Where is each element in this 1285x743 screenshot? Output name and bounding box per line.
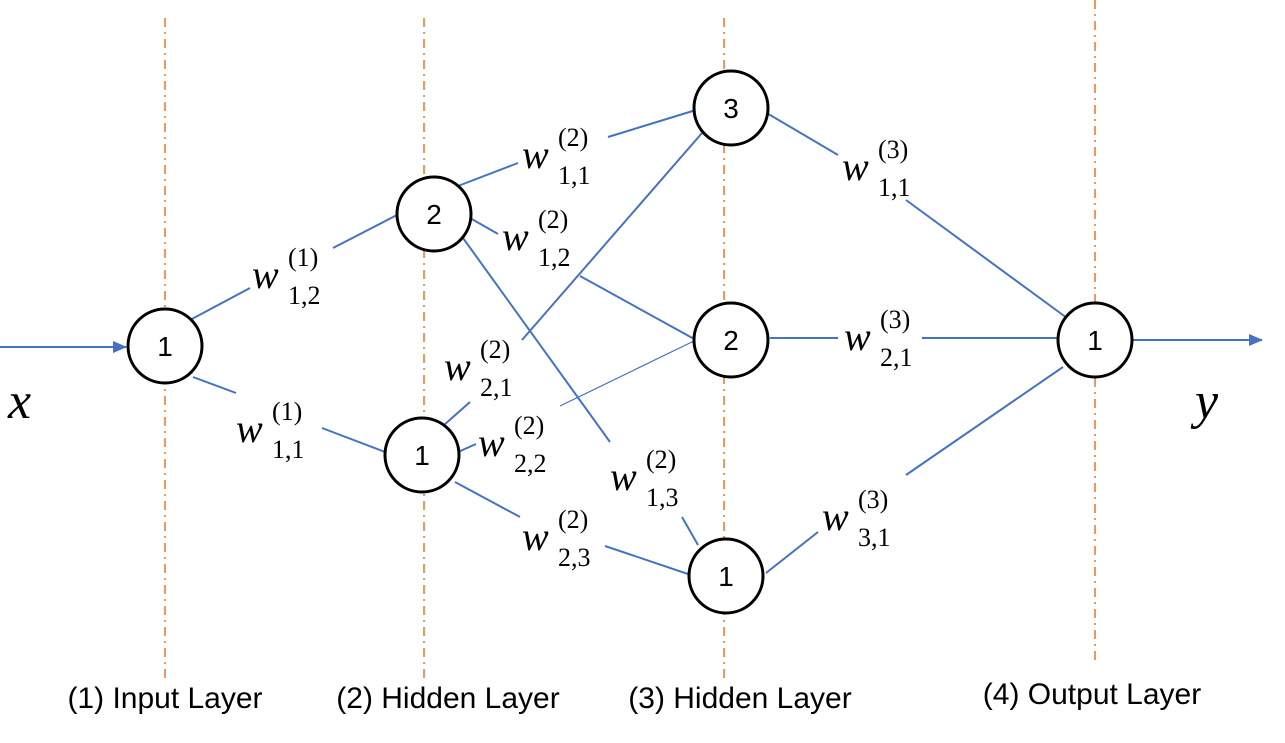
svg-text:3,1: 3,1	[858, 523, 891, 552]
edges	[0, 109, 1263, 575]
node-L1N1: 1	[126, 307, 204, 385]
node-L3N3: 3	[692, 69, 770, 147]
svg-text:w: w	[236, 406, 263, 451]
svg-text:(1): (1)	[272, 397, 302, 426]
svg-text:(2): (2)	[514, 411, 544, 440]
svg-text:w: w	[522, 132, 549, 177]
svg-text:(3): (3)	[880, 305, 910, 334]
weight-w2-13: w (2) 1,3	[610, 445, 679, 512]
edge-L1N1-L2N1-a	[192, 376, 237, 394]
svg-text:1,3: 1,3	[646, 483, 679, 512]
svg-text:w: w	[502, 214, 529, 259]
node-label: 1	[718, 561, 734, 592]
edge-L2N2-L3N2-a	[469, 217, 499, 235]
svg-text:(2): (2)	[646, 445, 676, 474]
svg-text:(2): (2)	[558, 123, 588, 152]
weight-w3-21: w (3) 2,1	[844, 305, 913, 372]
weight-w2-21: w (2) 2,1	[444, 335, 513, 402]
layer-labels: (1) Input Layer (2) Hidden Layer (3) Hid…	[67, 678, 1201, 715]
node-label: 2	[426, 199, 442, 230]
edge-L2N2-L3N3-b	[607, 109, 697, 138]
svg-text:2,3: 2,3	[558, 543, 591, 572]
layer-dividers	[164, 0, 1096, 680]
svg-text:(3): (3)	[858, 485, 888, 514]
svg-text:1,1: 1,1	[558, 161, 591, 190]
svg-text:w: w	[610, 454, 637, 499]
node-L2N1: 1	[383, 416, 461, 494]
svg-text:1,2: 1,2	[288, 281, 321, 310]
edge-L3N3-L4N1-a	[764, 111, 839, 156]
edge-L2N1-L3N3-b	[521, 132, 703, 341]
svg-text:w: w	[522, 514, 549, 559]
edge-L2N2-L3N2-b	[579, 275, 697, 341]
svg-text:(2): (2)	[480, 335, 510, 364]
layer-label-input: (1) Input Layer	[67, 682, 262, 715]
weight-w1-12: w (1) 1,2	[252, 243, 321, 310]
edge-L1N1-L2N1-b	[321, 427, 386, 453]
weight-w2-23: w (2) 2,3	[522, 505, 591, 572]
edge-L2N1-L3N1-a	[454, 481, 521, 518]
svg-text:2,1: 2,1	[880, 343, 913, 372]
weight-w3-11: w (3) 1,1	[842, 135, 911, 202]
svg-text:2,2: 2,2	[514, 449, 547, 478]
svg-text:w: w	[444, 344, 471, 389]
edge-L3N1-L4N1-a	[765, 531, 819, 574]
svg-text:2,1: 2,1	[480, 373, 513, 402]
svg-text:(3): (3)	[878, 135, 908, 164]
node-label: 1	[157, 331, 173, 362]
edge-L3N3-L4N1-b	[905, 199, 1068, 319]
node-L2N2: 2	[395, 175, 473, 253]
input-symbol-x: x	[7, 373, 31, 430]
node-L4N1: 1	[1056, 301, 1134, 379]
svg-text:(1): (1)	[288, 243, 318, 272]
edge-L2N1-L3N1-b	[604, 545, 689, 575]
svg-text:w: w	[478, 420, 505, 465]
layer-label-hidden-2: (2) Hidden Layer	[336, 682, 559, 715]
svg-text:(2): (2)	[558, 505, 588, 534]
layer-label-output: (4) Output Layer	[983, 678, 1201, 711]
node-L3N1: 1	[687, 537, 765, 615]
svg-text:w: w	[822, 494, 849, 539]
svg-text:w: w	[842, 144, 869, 189]
edge-L3N1-L4N1-b	[905, 366, 1064, 476]
svg-text:w: w	[252, 252, 279, 297]
svg-text:1,2: 1,2	[538, 243, 571, 272]
edge-L2N1-L3N2-a	[457, 443, 477, 453]
edge-L2N1-L3N3-a	[443, 401, 471, 426]
weight-w1-11: w (1) 1,1	[236, 397, 305, 464]
svg-text:1,1: 1,1	[878, 173, 911, 202]
node-L3N2: 2	[692, 301, 770, 379]
svg-text:(2): (2)	[538, 205, 568, 234]
node-label: 1	[414, 440, 430, 471]
weight-w2-11: w (2) 1,1	[522, 123, 591, 190]
edge-L1N1-L2N2-a	[189, 287, 251, 321]
nodes: 1 2 1 3 2 1 1	[126, 69, 1134, 615]
edge-L2N2-L3N1-b	[681, 516, 699, 546]
edge-L2N2-L3N1-a	[462, 237, 611, 443]
weight-labels: w (1) 1,2 w (1) 1,1 w (2) 1,1 w (2) 1,2 …	[236, 123, 913, 572]
weight-w2-12: w (2) 1,2	[502, 205, 571, 272]
weight-w3-31: w (3) 3,1	[822, 485, 891, 552]
edge-L2N2-L3N3-a	[457, 162, 519, 187]
node-label: 2	[723, 325, 739, 356]
node-label: 3	[723, 93, 739, 124]
output-symbol-y: y	[1190, 373, 1219, 430]
weight-w2-22: w (2) 2,2	[478, 411, 547, 478]
layer-label-hidden-3: (3) Hidden Layer	[628, 682, 851, 715]
svg-text:1,1: 1,1	[272, 435, 305, 464]
node-label: 1	[1087, 325, 1103, 356]
svg-text:w: w	[844, 314, 871, 359]
edge-L2N1-L3N2-b	[559, 339, 697, 407]
edge-L1N1-L2N2-b	[332, 214, 398, 249]
